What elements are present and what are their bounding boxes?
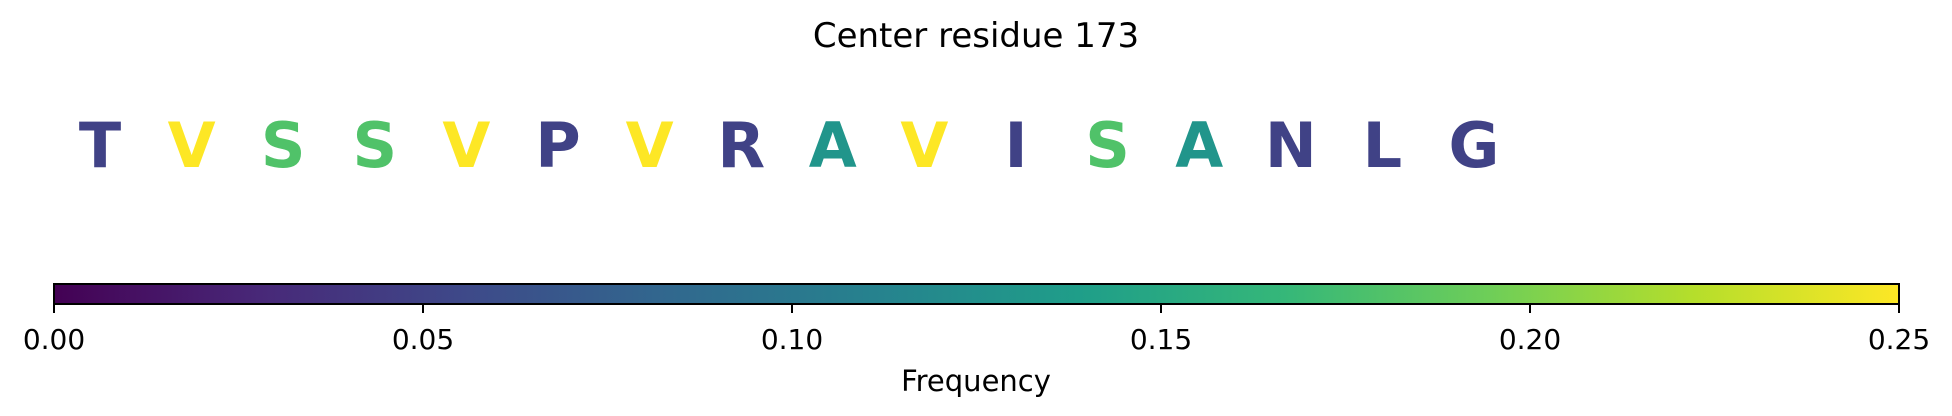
colorbar-ticks: 0.00 0.05 0.10 0.15 0.20 0.25 — [23, 304, 1930, 356]
residue-letter: V — [168, 109, 216, 182]
residue-letter: A — [809, 109, 857, 182]
residue-letter: V — [626, 109, 674, 182]
residue-letter: S — [1085, 109, 1130, 182]
residue-letter: T — [79, 109, 121, 182]
colorbar-tick-label: 0.00 — [23, 323, 85, 356]
residue-letter: V — [442, 109, 490, 182]
residue-letter: G — [1449, 109, 1500, 182]
residue-letter: S — [352, 109, 397, 182]
colorbar-tick-label: 0.20 — [1499, 323, 1561, 356]
residue-letter: P — [535, 109, 580, 182]
colorbar-rect — [53, 283, 1900, 305]
residue-letter: I — [1004, 109, 1027, 182]
residue-letter: V — [900, 109, 948, 182]
residue-letter: A — [1175, 109, 1223, 182]
colorbar-tick-label: 0.15 — [1130, 323, 1192, 356]
colorbar-label: Frequency — [901, 364, 1051, 398]
colorbar-tick-label: 0.10 — [761, 323, 823, 356]
chart-title: Center residue 173 — [813, 16, 1139, 56]
residue-letter: N — [1265, 109, 1317, 182]
residue-letter: R — [717, 109, 765, 182]
colorbar: 0.00 0.05 0.10 0.15 0.20 0.25 Frequency — [23, 283, 1930, 398]
colorbar-tick-label: 0.05 — [392, 323, 454, 356]
residue-letter: L — [1363, 109, 1403, 182]
residue-letter: S — [261, 109, 306, 182]
colorbar-tick-label: 0.25 — [1868, 323, 1930, 356]
